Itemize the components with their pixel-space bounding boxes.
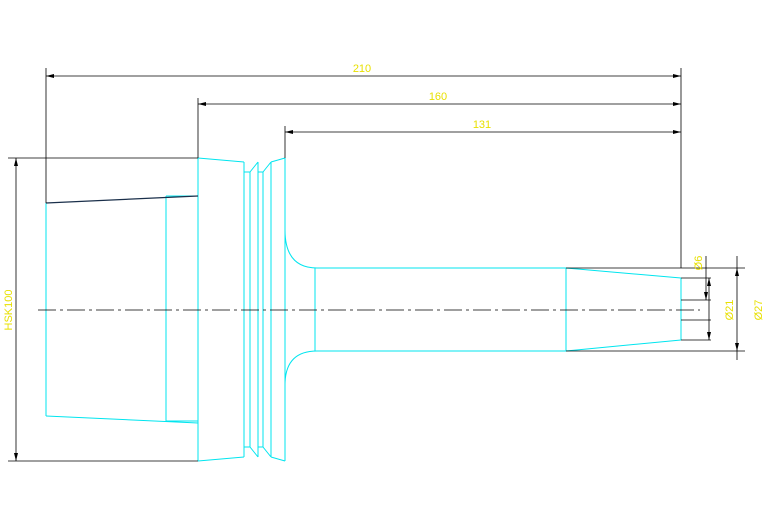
tapered-nose	[565, 267, 682, 352]
flange	[197, 157, 286, 462]
shaft	[317, 267, 567, 352]
dim-overall-length: 210	[353, 63, 371, 75]
dim-dia-outer: Ø27	[753, 300, 765, 321]
dim-dia-tip: Ø6	[693, 256, 705, 271]
neck-fillet	[284, 229, 318, 386]
dim-dia-inner: Ø21	[724, 300, 736, 321]
hsk-shank	[45, 195, 199, 424]
dimension-arrows	[14, 74, 739, 461]
dim-length-mid: 160	[429, 91, 447, 103]
dimension-lines	[8, 68, 745, 462]
dim-length-short: 131	[473, 119, 491, 131]
tool-holder-outline	[45, 157, 682, 462]
dim-shank-label: HSK100	[3, 290, 15, 331]
dimension-labels: 210 160 131 HSK100 Ø6 Ø21 Ø27	[3, 63, 765, 330]
shank-top-edge	[45, 195, 199, 204]
